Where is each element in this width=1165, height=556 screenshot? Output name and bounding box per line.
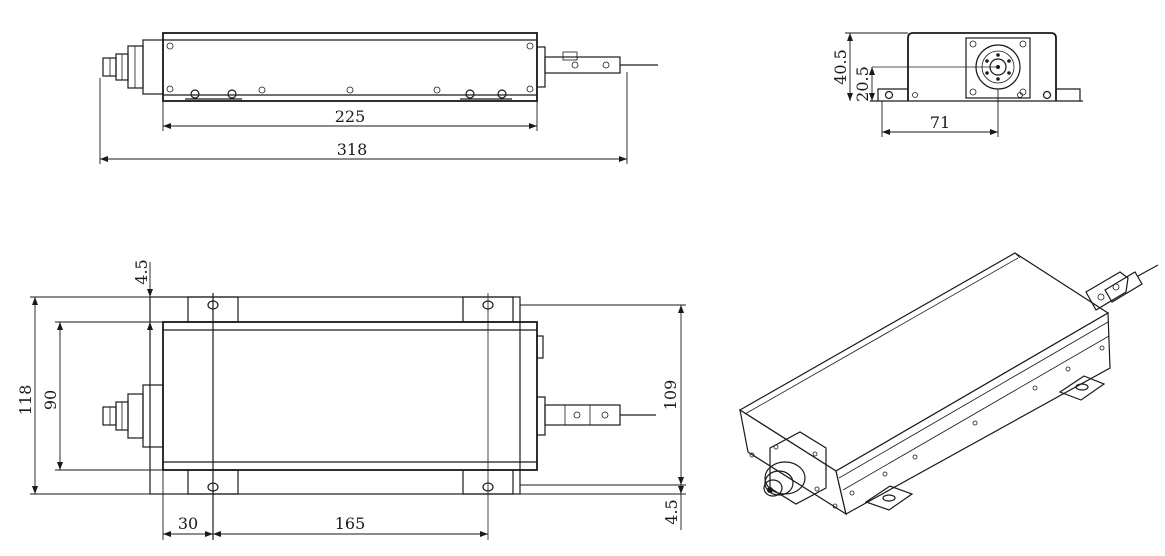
end-view: 40.5 20.5 71	[831, 32, 1083, 137]
plan-view-connector-flange	[142, 384, 164, 448]
isometric-view	[738, 252, 1159, 516]
iso-fiber-output	[1085, 271, 1129, 311]
dim-total-length: 318	[337, 140, 368, 159]
end-view-housing	[907, 32, 1057, 101]
iso-mount-foot-rear	[1058, 375, 1106, 401]
dim-body-length: 225	[335, 107, 366, 126]
dim-mount-edge: 30	[178, 514, 198, 533]
dim-axis-height: 20.5	[853, 66, 872, 102]
dim-body-width: 90	[41, 390, 60, 410]
plan-view-body	[162, 321, 538, 471]
dim-flange-offset: 4.5	[132, 259, 151, 284]
dim-flange-offset-bottom: 4.5	[662, 499, 681, 524]
side-view-connector-flange	[142, 39, 164, 95]
plan-view-output-block	[536, 396, 546, 436]
iso-mount-foot-front	[864, 485, 914, 511]
iso-side-face	[835, 311, 1111, 515]
dim-width-mounts: 109	[661, 380, 680, 411]
plan-view-mounting-plate	[149, 296, 521, 495]
dim-height: 40.5	[831, 49, 850, 85]
plan-view: 4.5 118 90 109 4.5 30 165	[16, 259, 686, 540]
side-view-body	[162, 32, 538, 102]
dim-total-width: 118	[16, 385, 35, 416]
plan-view-fiber-ferrule	[544, 404, 621, 426]
dim-axis-offset: 71	[930, 113, 950, 132]
side-view-output-block	[536, 46, 546, 88]
side-view: 225 318	[99, 32, 658, 164]
dim-mount-spacing: 165	[335, 514, 366, 533]
